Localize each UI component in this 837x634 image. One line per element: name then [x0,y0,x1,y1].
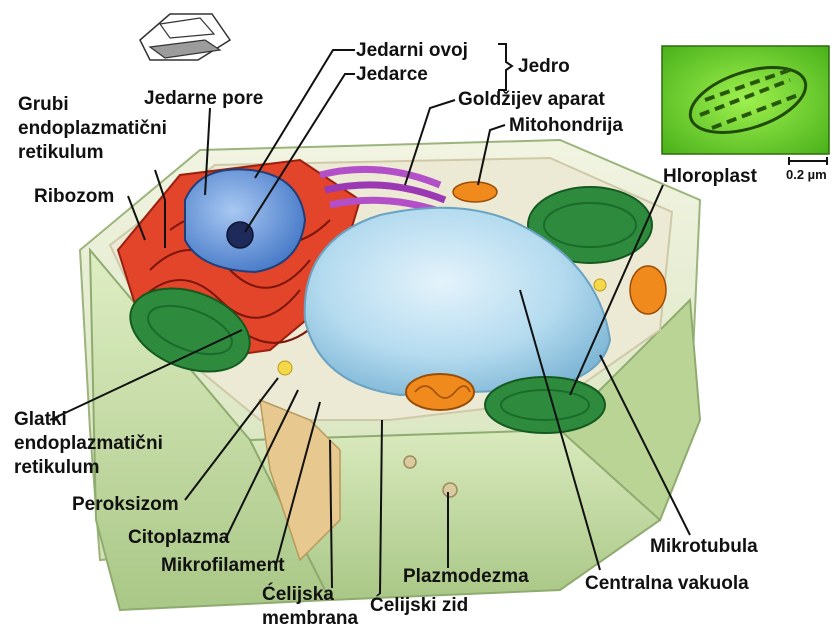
label-celijska-membrana-line-2: membrana [262,607,358,631]
peroxisome [594,279,606,291]
label-centralna-vakuola: Centralna vakuola [585,573,749,595]
label-glatki-er: Glatki endoplazmatični retikulum [14,408,163,480]
label-mikrofilament: Mikrofilament [161,555,285,577]
label-hloroplast: Hloroplast [663,166,757,188]
label-glatki-er-line-2: endoplazmatični [14,432,163,456]
nucleus [185,169,305,272]
label-grubi-er-line-3: retikulum [18,141,167,165]
mitochondrion-right [630,266,666,314]
mitochondrion [453,182,497,202]
label-goldzijev-aparat: Goldžijev aparat [458,89,605,111]
label-mitohondrija: Mitohondrija [509,115,623,137]
chloroplast-micrograph [662,46,829,154]
label-scale-bar: 0.2 µm [786,168,827,182]
label-glatki-er-line-1: Glatki [14,408,163,432]
mitochondrion-bottom [406,374,474,410]
plasmodesma [443,483,457,497]
label-mikrotubula: Mikrotubula [650,536,758,558]
label-grubi-er: Grubi endoplazmatični retikulum [18,93,167,165]
jedro-bracket [498,44,512,90]
label-plazmodezma: Plazmodezma [403,566,529,588]
label-peroksizom: Peroksizom [72,494,179,516]
label-grubi-er-line-1: Grubi [18,93,167,117]
label-jedarce: Jedarce [356,64,428,86]
label-jedro: Jedro [518,56,570,78]
label-celijska-membrana-line-1: Ćelijska [262,583,358,607]
label-celijski-zid: Ćelijski zid [370,595,468,617]
peroxisome [278,361,292,375]
label-ribozom: Ribozom [34,186,114,208]
plasmodesma [404,456,416,468]
label-jedarni-ovoj: Jedarni ovoj [356,40,468,62]
orientation-cube-icon [140,14,230,60]
chloroplast-bottom [485,377,605,433]
label-citoplazma: Citoplazma [128,527,229,549]
scale-bar [789,157,827,165]
label-grubi-er-line-2: endoplazmatični [18,117,167,141]
label-celijska-membrana: Ćelijska membrana [262,583,358,631]
label-glatki-er-line-3: retikulum [14,456,163,480]
